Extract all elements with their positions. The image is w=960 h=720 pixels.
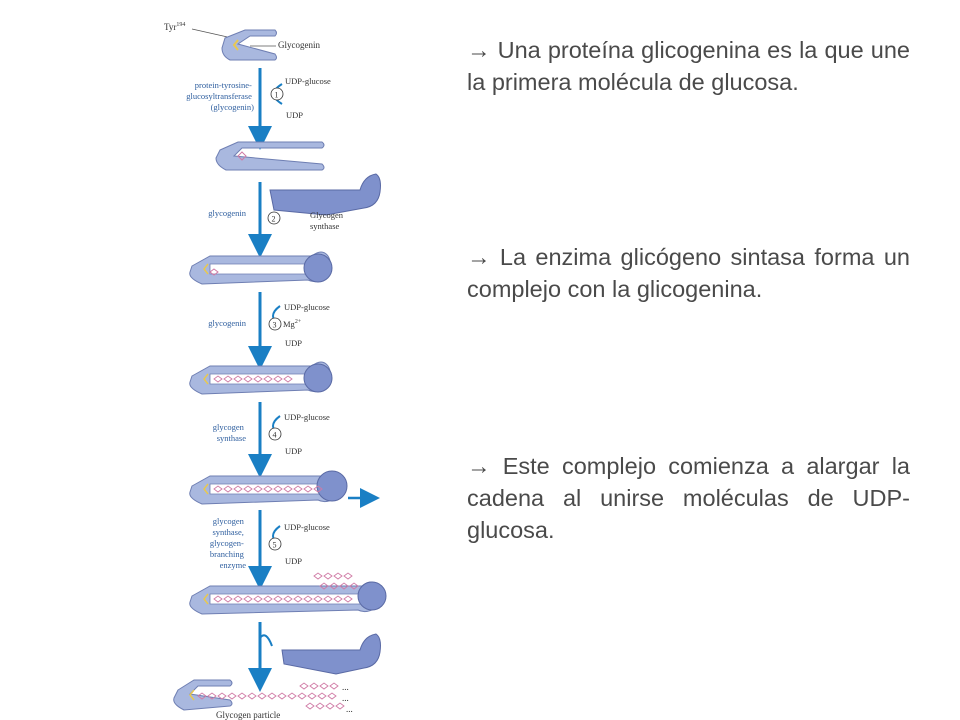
step-3-number <box>268 317 282 331</box>
step-5-product: UDP <box>285 556 302 566</box>
step-5-substrate: UDP-glucose <box>284 522 330 532</box>
svg-text:4: 4 <box>273 431 277 440</box>
step-1-number <box>270 87 284 101</box>
step-3-product: UDP <box>285 338 302 348</box>
glycogenin-stage-1 <box>215 141 325 171</box>
glycogenin-synthase-complex-1 <box>189 251 333 285</box>
glycogen-synthase-approaching <box>269 173 381 216</box>
step-4-substrate: UDP-glucose <box>284 412 330 422</box>
tyr-marker <box>232 39 239 51</box>
released-glycogen-synthase <box>281 633 381 675</box>
step-4-product: UDP <box>285 446 302 456</box>
step-4-enzyme: glycogen synthase <box>213 422 247 443</box>
glycogen-particle-label: Glycogen particle <box>216 710 280 720</box>
elongating-chain <box>189 470 380 508</box>
ellipsis-2: ... <box>342 693 349 703</box>
glycogen-synthesis-diagram: Tyr194 Glycogenin 1 UDP-glucose UDP prot… <box>164 22 387 720</box>
svg-text:3: 3 <box>273 321 277 330</box>
ellipsis-1: ... <box>342 682 349 692</box>
glycogen-synthase-label: Glycogen synthase <box>310 210 345 231</box>
glycogenin-synthase-complex-2 <box>189 361 333 395</box>
glycogenin-stage-0 <box>221 29 277 61</box>
explanation-paragraph-2: → La enzima glicógeno sintasa forma un c… <box>467 244 910 302</box>
step-4-number <box>268 427 282 441</box>
step-3-substrate: UDP-glucose <box>284 302 330 312</box>
step-1-product: UDP <box>286 110 303 120</box>
glycogen-particle: ... ... ... <box>173 679 353 714</box>
tyr-label: Tyr194 <box>164 22 185 32</box>
explanation-paragraph-1: → Una proteína glicogenina es la que une… <box>467 37 910 95</box>
svg-text:2: 2 <box>272 215 276 224</box>
step-2-enzyme: glycogenin <box>208 208 247 218</box>
glycogenin-top-label: Glycogenin <box>278 40 320 50</box>
step-5-enzyme: glycogen synthase, glycogen- branching e… <box>210 516 246 570</box>
svg-text:5: 5 <box>273 541 277 550</box>
step-5-number <box>268 537 282 551</box>
branched-chain-complex <box>189 572 387 615</box>
step-1-enzyme: protein-tyrosine- glucosyltransferase (g… <box>186 80 254 112</box>
svg-text:1: 1 <box>275 91 279 100</box>
step-3-cofactor: Mg2+ <box>283 319 302 329</box>
ellipsis-3: ... <box>346 704 353 714</box>
step-2-number <box>267 211 281 225</box>
step-3-enzyme: glycogenin <box>208 318 247 328</box>
explanation-paragraph-3: → Este complejo comienza a alargar la ca… <box>467 453 910 543</box>
step-1-substrate: UDP-glucose <box>285 76 331 86</box>
